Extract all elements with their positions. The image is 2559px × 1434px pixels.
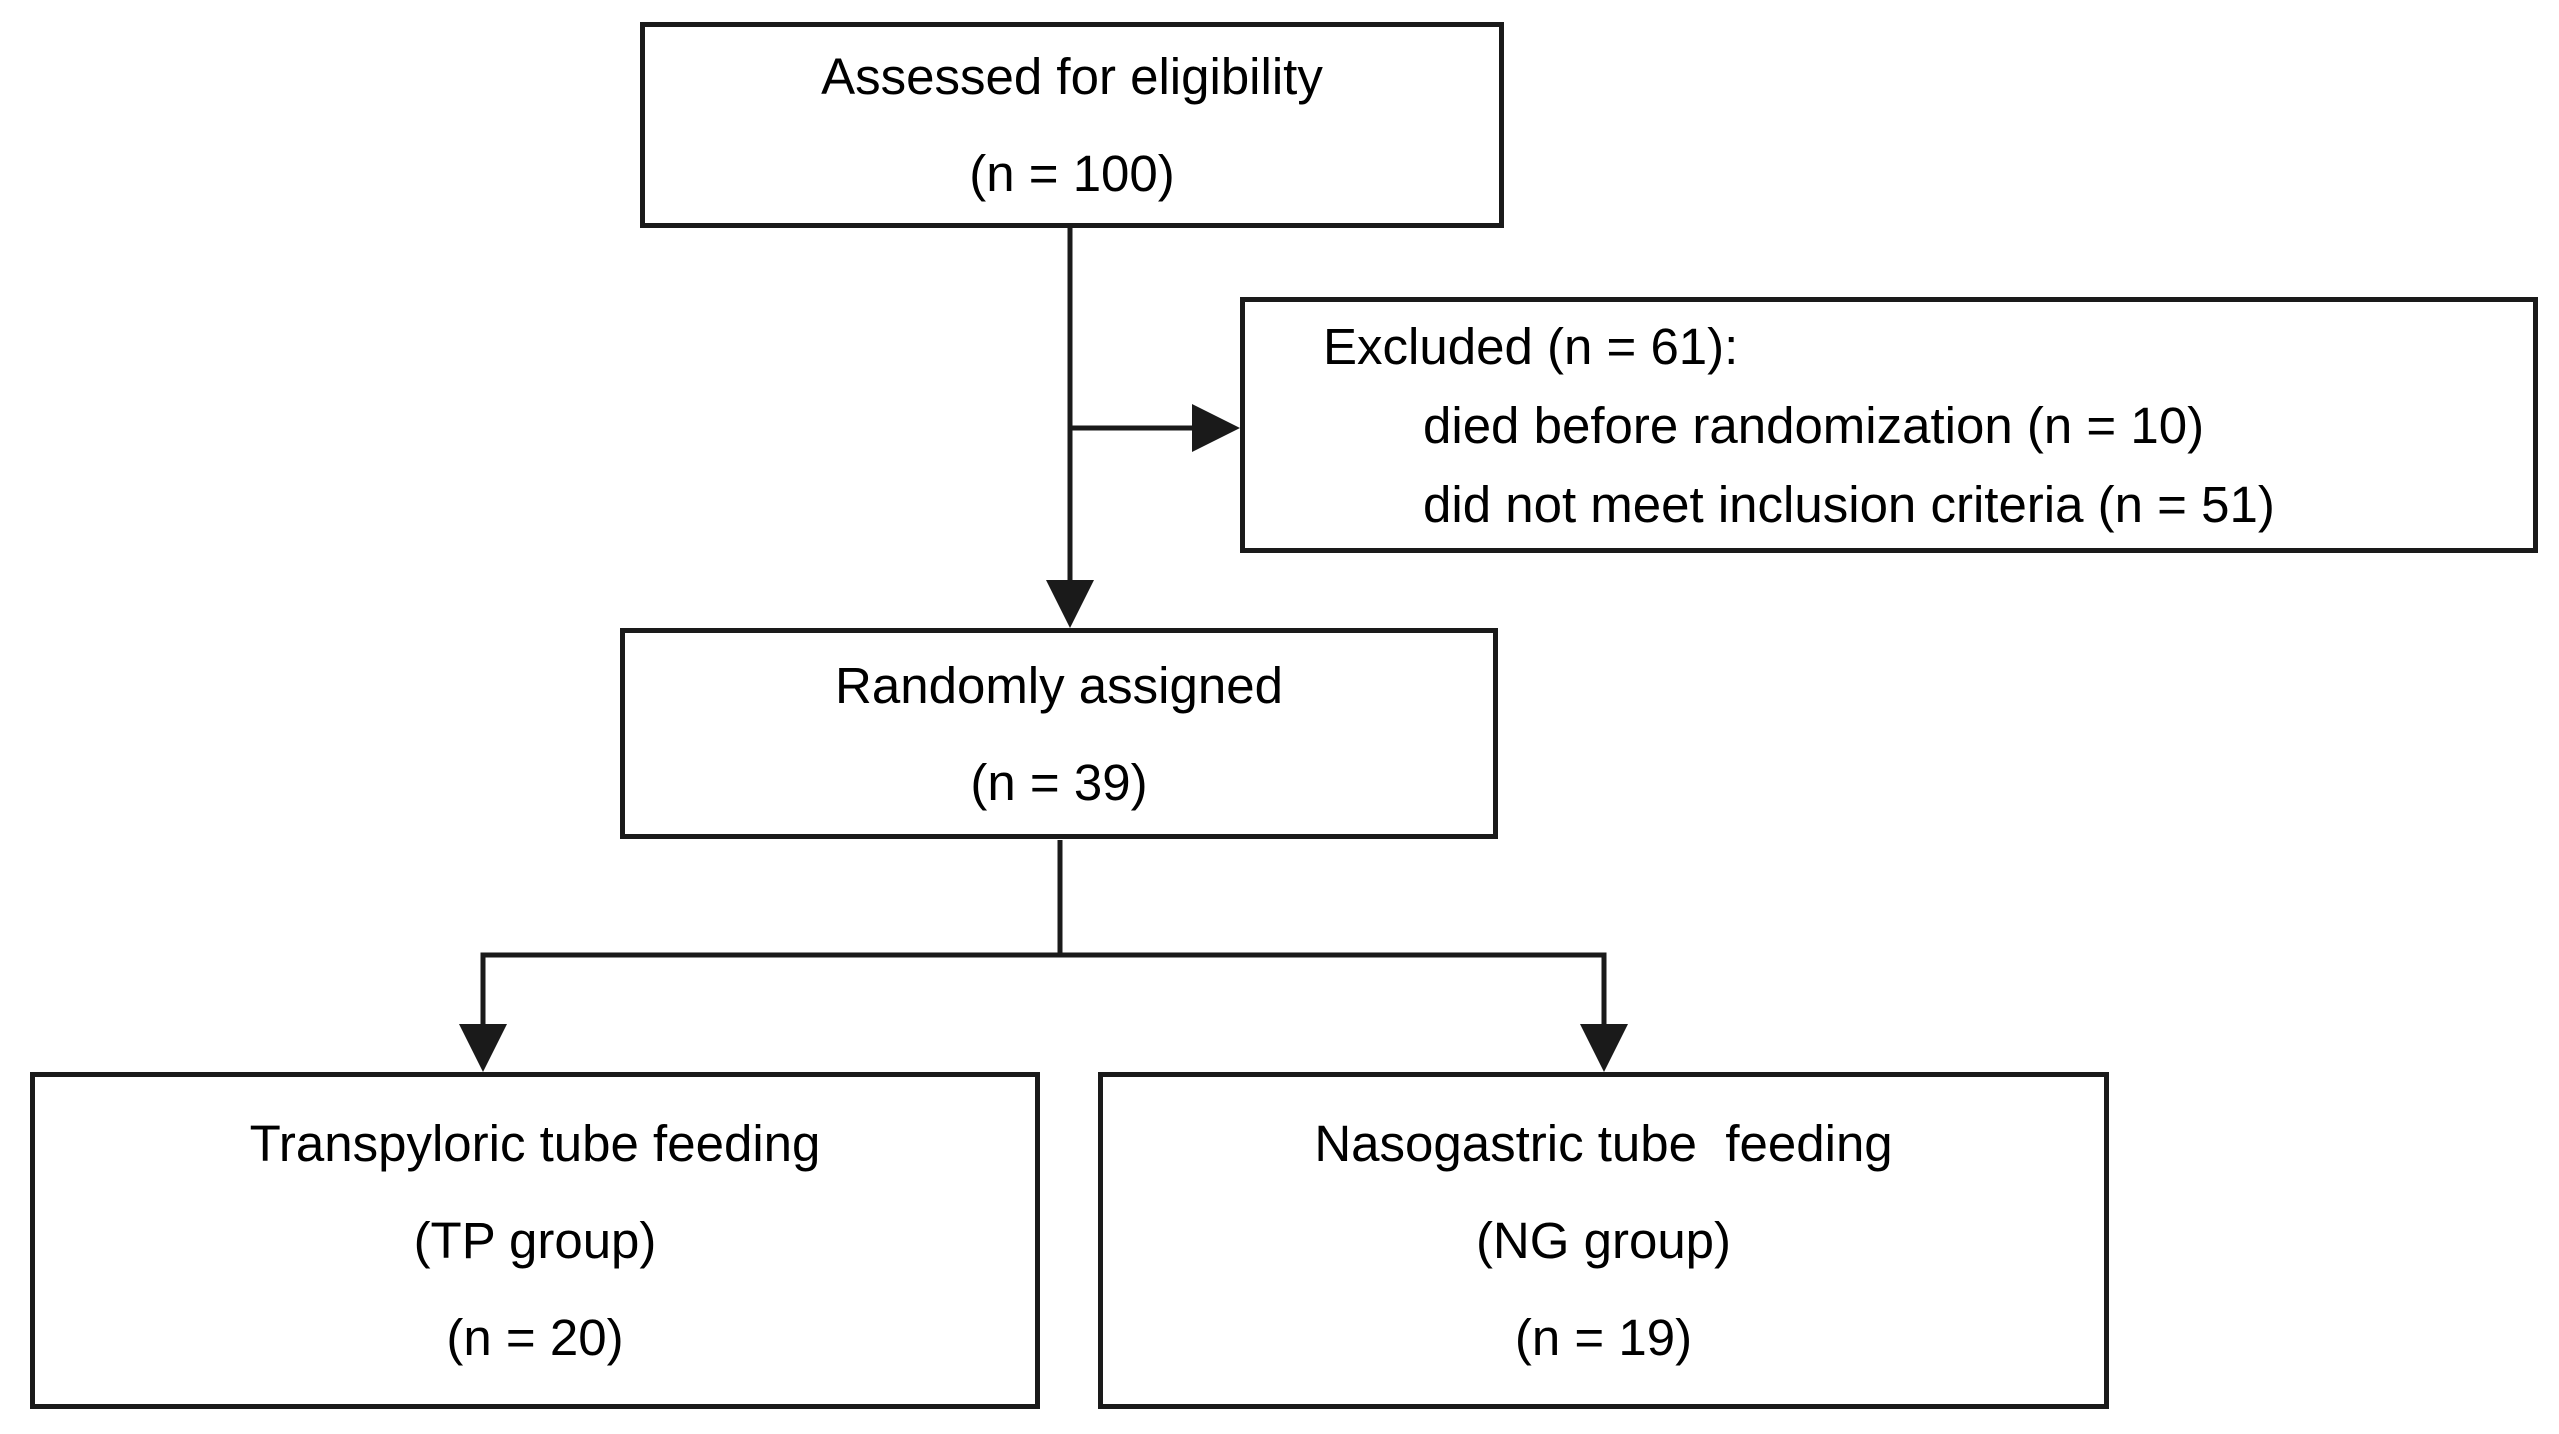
- tp-group-label: (TP group): [413, 1212, 657, 1269]
- ng-group-label: (NG group): [1475, 1212, 1732, 1269]
- box-randomly-assigned: Randomly assigned (n = 39): [620, 628, 1498, 839]
- box-nasogastric-tube-feeding: Nasogastric tube feeding (NG group) (n =…: [1098, 1072, 2109, 1409]
- connector-randomized-split: [480, 840, 1063, 1040]
- tp-count: (n = 20): [446, 1309, 624, 1366]
- box-transpyloric-tube-feeding: Transpyloric tube feeding (TP group) (n …: [30, 1072, 1040, 1409]
- ng-count: (n = 19): [1514, 1309, 1693, 1366]
- arrowhead-down-to-ng: [1580, 1024, 1628, 1072]
- ng-title: Nasogastric tube feeding: [1314, 1115, 1893, 1172]
- arrowhead-right-to-excluded: [1192, 404, 1240, 452]
- box-excluded: Excluded (n = 61): died before randomiza…: [1240, 297, 2538, 553]
- randomized-title: Randomly assigned: [835, 656, 1283, 714]
- assessed-title: Assessed for eligibility: [821, 48, 1323, 105]
- excluded-reason-died: died before randomization (n = 10): [1423, 396, 2205, 454]
- tp-title: Transpyloric tube feeding: [249, 1115, 821, 1172]
- arrowhead-down-to-randomized: [1046, 580, 1094, 628]
- assessed-count: (n = 100): [969, 145, 1175, 202]
- excluded-title: Excluded (n = 61):: [1323, 317, 1739, 375]
- connector-randomized-split-right: [1060, 952, 1607, 1040]
- randomized-count: (n = 39): [970, 753, 1148, 811]
- excluded-reason-criteria: did not meet inclusion criteria (n = 51): [1423, 475, 2275, 533]
- arrowhead-down-to-tp: [459, 1024, 507, 1072]
- box-assessed-for-eligibility: Assessed for eligibility (n = 100): [640, 22, 1504, 228]
